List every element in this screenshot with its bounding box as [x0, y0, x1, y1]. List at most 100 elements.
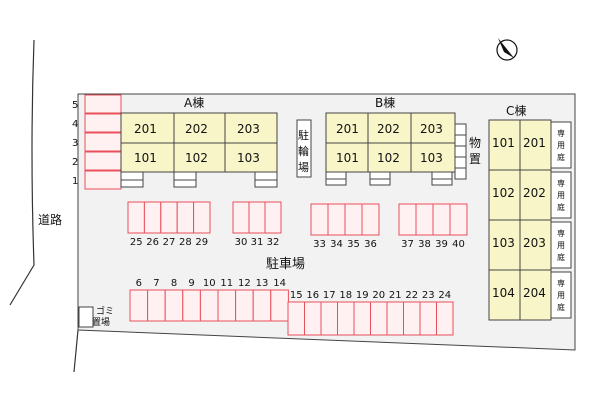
- parking-number-26: 26: [146, 237, 159, 248]
- parking-label: 駐車場: [266, 257, 305, 272]
- parking-number-21: 21: [389, 290, 402, 301]
- unit-a-103: 103: [237, 151, 260, 165]
- unit-c-204: 204: [523, 286, 546, 300]
- private-garden-label-char: 用: [557, 141, 565, 150]
- parking-space-12: [235, 289, 254, 322]
- parking-space-2: [84, 151, 122, 171]
- parking-number-8: 8: [171, 278, 177, 289]
- bike-label-char: 輪: [298, 144, 309, 158]
- private-garden-label-char: 専: [557, 178, 565, 188]
- private-garden-label-char: 庭: [557, 152, 565, 162]
- parking-number-18: 18: [339, 290, 352, 301]
- garbage-label-line2: 置場: [92, 316, 110, 328]
- parking-number-37: 37: [401, 239, 414, 250]
- parking-space-16: [304, 301, 322, 336]
- unit-b-202: 202: [377, 122, 400, 136]
- north-arrow-icon: [496, 38, 518, 61]
- building-b: B棟 201 202 203 101 102 103: [325, 95, 456, 186]
- parking-space-20: [370, 301, 388, 336]
- storage-label-char: 置: [469, 152, 481, 166]
- parking-number-15: 15: [290, 290, 303, 301]
- unit-a-102: 102: [185, 151, 208, 165]
- parking-number-10: 10: [203, 278, 216, 289]
- storage-units: [454, 123, 467, 180]
- road-label: 道路: [38, 212, 62, 227]
- building-a-title: A棟: [184, 95, 204, 110]
- parking-space-15: [287, 301, 305, 336]
- parking-number-11: 11: [220, 278, 233, 289]
- parking-space-29: [193, 201, 211, 234]
- parking-number-39: 39: [435, 239, 448, 250]
- parking-number-6: 6: [136, 278, 142, 289]
- unit-a-101: 101: [134, 151, 157, 165]
- bike-parking-label: 駐輪場: [298, 128, 309, 174]
- unit-b-101: 101: [336, 151, 359, 165]
- parking-space-18: [337, 301, 355, 336]
- parking-space-28: [176, 201, 195, 234]
- unit-a-201: 201: [134, 122, 157, 136]
- parking-number-25: 25: [130, 237, 143, 248]
- parking-number-3: 3: [72, 138, 78, 149]
- unit-b-201: 201: [336, 122, 359, 136]
- parking-space-6: [129, 289, 149, 322]
- garbage-area: [78, 306, 94, 328]
- unit-c-201: 201: [523, 136, 546, 150]
- private-garden-204: [550, 271, 572, 319]
- parking-number-17: 17: [323, 290, 336, 301]
- bike-parking: [296, 119, 312, 178]
- parking-number-32: 32: [267, 237, 280, 248]
- building-c-title: C棟: [506, 103, 526, 118]
- parking-number-22: 22: [405, 290, 418, 301]
- private-garden-label-char: 庭: [557, 302, 565, 312]
- parking-number-27: 27: [163, 237, 176, 248]
- road-edge-line: [9, 39, 35, 306]
- parking-space-4: [84, 113, 122, 133]
- bike-label-char: 場: [298, 161, 309, 174]
- parking-space-32: [264, 201, 282, 234]
- parking-number-35: 35: [347, 239, 360, 250]
- parking-number-34: 34: [330, 239, 343, 250]
- unit-c-101: 101: [492, 136, 515, 150]
- private-garden-202: [550, 171, 572, 219]
- parking-space-24: [436, 301, 454, 336]
- parking-space-30: [232, 201, 250, 234]
- private-garden-label-char: 用: [557, 291, 565, 300]
- parking-space-23: [419, 301, 437, 336]
- parking-space-35: [344, 203, 363, 236]
- parking-space-27: [160, 201, 178, 234]
- parking-space-38: [415, 203, 434, 236]
- parking-number-14: 14: [273, 278, 286, 289]
- storage-label-char: 物: [469, 136, 481, 150]
- unit-c-102: 102: [492, 186, 515, 200]
- bike-label-char: 駐: [298, 128, 309, 142]
- parking-space-21: [386, 301, 404, 336]
- garbage-label-line1: ゴミ: [96, 305, 114, 317]
- parking-number-38: 38: [418, 239, 431, 250]
- private-garden-label-char: 庭: [557, 252, 565, 262]
- private-garden-label-char: 専: [557, 278, 565, 288]
- parking-space-40: [449, 203, 468, 236]
- parking-space-33: [310, 203, 329, 236]
- parking-space-31: [248, 201, 266, 234]
- parking-number-1: 1: [72, 176, 78, 187]
- parking-space-37: [398, 203, 417, 236]
- unit-c-104: 104: [492, 286, 515, 300]
- parking-space-1: [84, 170, 122, 190]
- private-garden-label-char: 用: [557, 191, 565, 200]
- parking-number-28: 28: [179, 237, 192, 248]
- private-garden-label-char: 庭: [557, 202, 565, 212]
- building-a-entrances: [120, 171, 278, 188]
- parking-number-12: 12: [238, 278, 251, 289]
- parking-number-31: 31: [251, 237, 264, 248]
- building-a: A棟 201 202 203 101 102 103: [120, 95, 278, 188]
- private-garden-label-char: 専: [557, 128, 565, 138]
- parking-number-24: 24: [438, 290, 451, 301]
- parking-space-3: [84, 132, 122, 152]
- unit-b-203: 203: [420, 122, 443, 136]
- parking-space-34: [327, 203, 346, 236]
- parking-space-9: [182, 289, 201, 322]
